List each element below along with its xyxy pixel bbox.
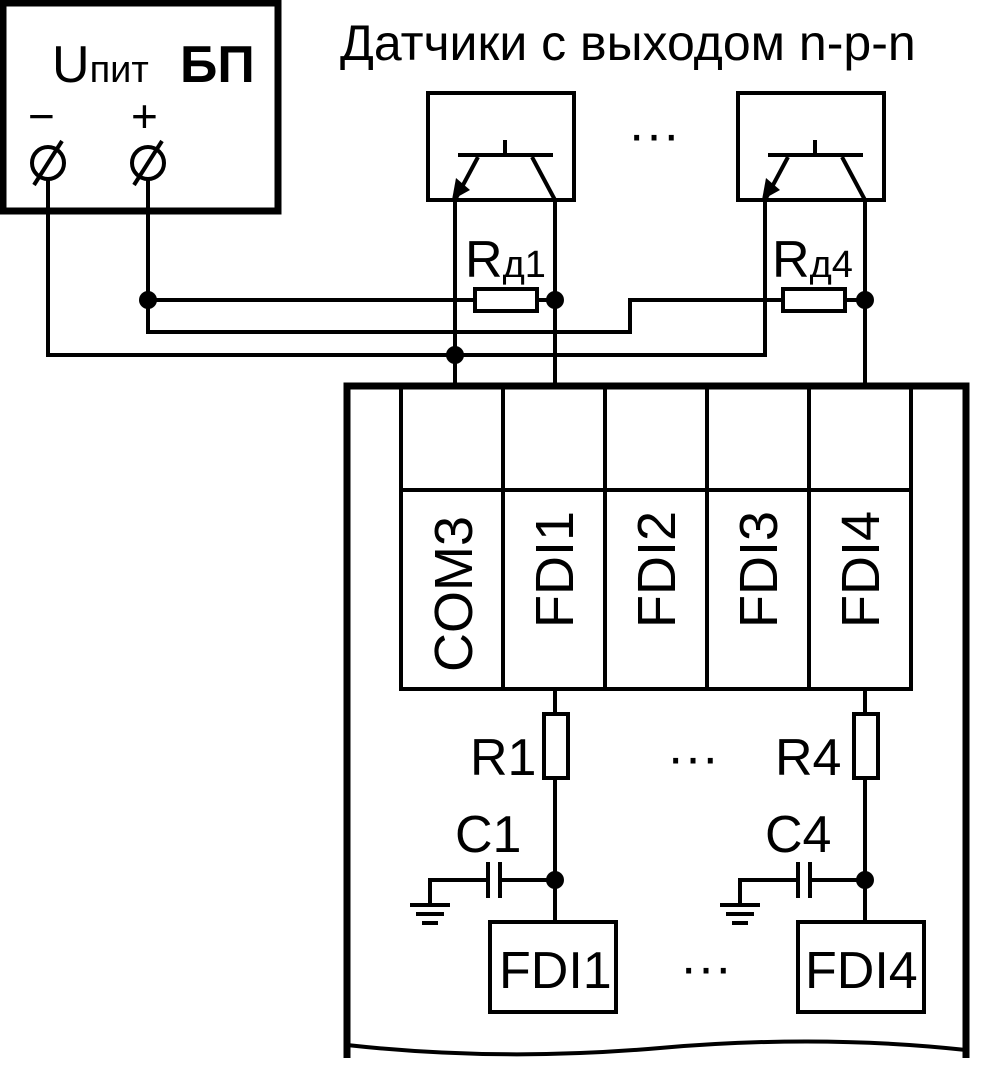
terminal-fdi1: FDI1: [525, 511, 585, 628]
sensor-1-resistor-icon: [473, 287, 539, 313]
fdi4-input-box: [796, 920, 926, 1014]
power-supply: Uпит БП − +: [0, 0, 282, 215]
sensor-4-box: [736, 91, 886, 202]
filter-channel-4: R4 C4 FDI4: [720, 689, 926, 1014]
npn-transistor-icon: [762, 140, 867, 201]
power-supply-box: [0, 0, 282, 215]
c1-capacitor-icon: [486, 862, 502, 898]
sensor-1-box: [426, 91, 576, 202]
terminal-block: COM3 FDI1 FDI2 FDI3 FDI4: [399, 384, 913, 691]
power-wires: [46, 179, 783, 357]
r1-label: R1: [470, 729, 536, 787]
sensor-4: Rд4: [736, 91, 886, 385]
voltage-main: U: [52, 36, 90, 94]
terminal-fdi2: FDI2: [627, 511, 687, 628]
npn-transistor-icon: [452, 140, 557, 201]
sensors-ellipsis: ···: [628, 106, 680, 164]
fdi1-input-box: [488, 920, 618, 1014]
r4-label: R4: [775, 729, 841, 787]
sensor-1-resistor-label: Rд1: [465, 231, 546, 289]
ground-icon: [410, 903, 450, 925]
sensor-1: Rд1: [426, 91, 576, 385]
power-supply-name: БП: [180, 36, 255, 94]
power-supply-voltage-label: Uпит: [52, 36, 149, 94]
c4-label: C4: [765, 806, 831, 864]
c4-capacitor-icon: [796, 862, 812, 898]
minus-terminal-icon: [30, 139, 66, 187]
inputs-ellipsis: ···: [680, 939, 732, 997]
c1-label: C1: [455, 806, 521, 864]
ground-icon: [720, 903, 760, 925]
sensor-4-resistor-icon: [781, 287, 847, 313]
voltage-sub: пит: [90, 49, 149, 91]
r4-resistor-icon: [852, 712, 880, 780]
fdi4-input-label: FDI4: [805, 942, 918, 1000]
sensor-4-resistor-label: Rд4: [772, 231, 853, 289]
terminal-fdi3: FDI3: [729, 511, 789, 628]
terminal-com3: COM3: [424, 516, 484, 672]
plus-label: +: [131, 90, 158, 142]
diagram-title: Датчики с выходом n-p-n: [340, 15, 916, 71]
filters-ellipsis: ···: [667, 729, 719, 787]
terminal-fdi4: FDI4: [831, 511, 891, 628]
r1-resistor-icon: [542, 712, 570, 780]
fdi1-input-label: FDI1: [499, 942, 612, 1000]
plus-terminal-icon: [130, 139, 166, 187]
minus-label: −: [28, 90, 55, 142]
filter-channel-1: R1 C1 FDI1: [410, 689, 618, 1014]
